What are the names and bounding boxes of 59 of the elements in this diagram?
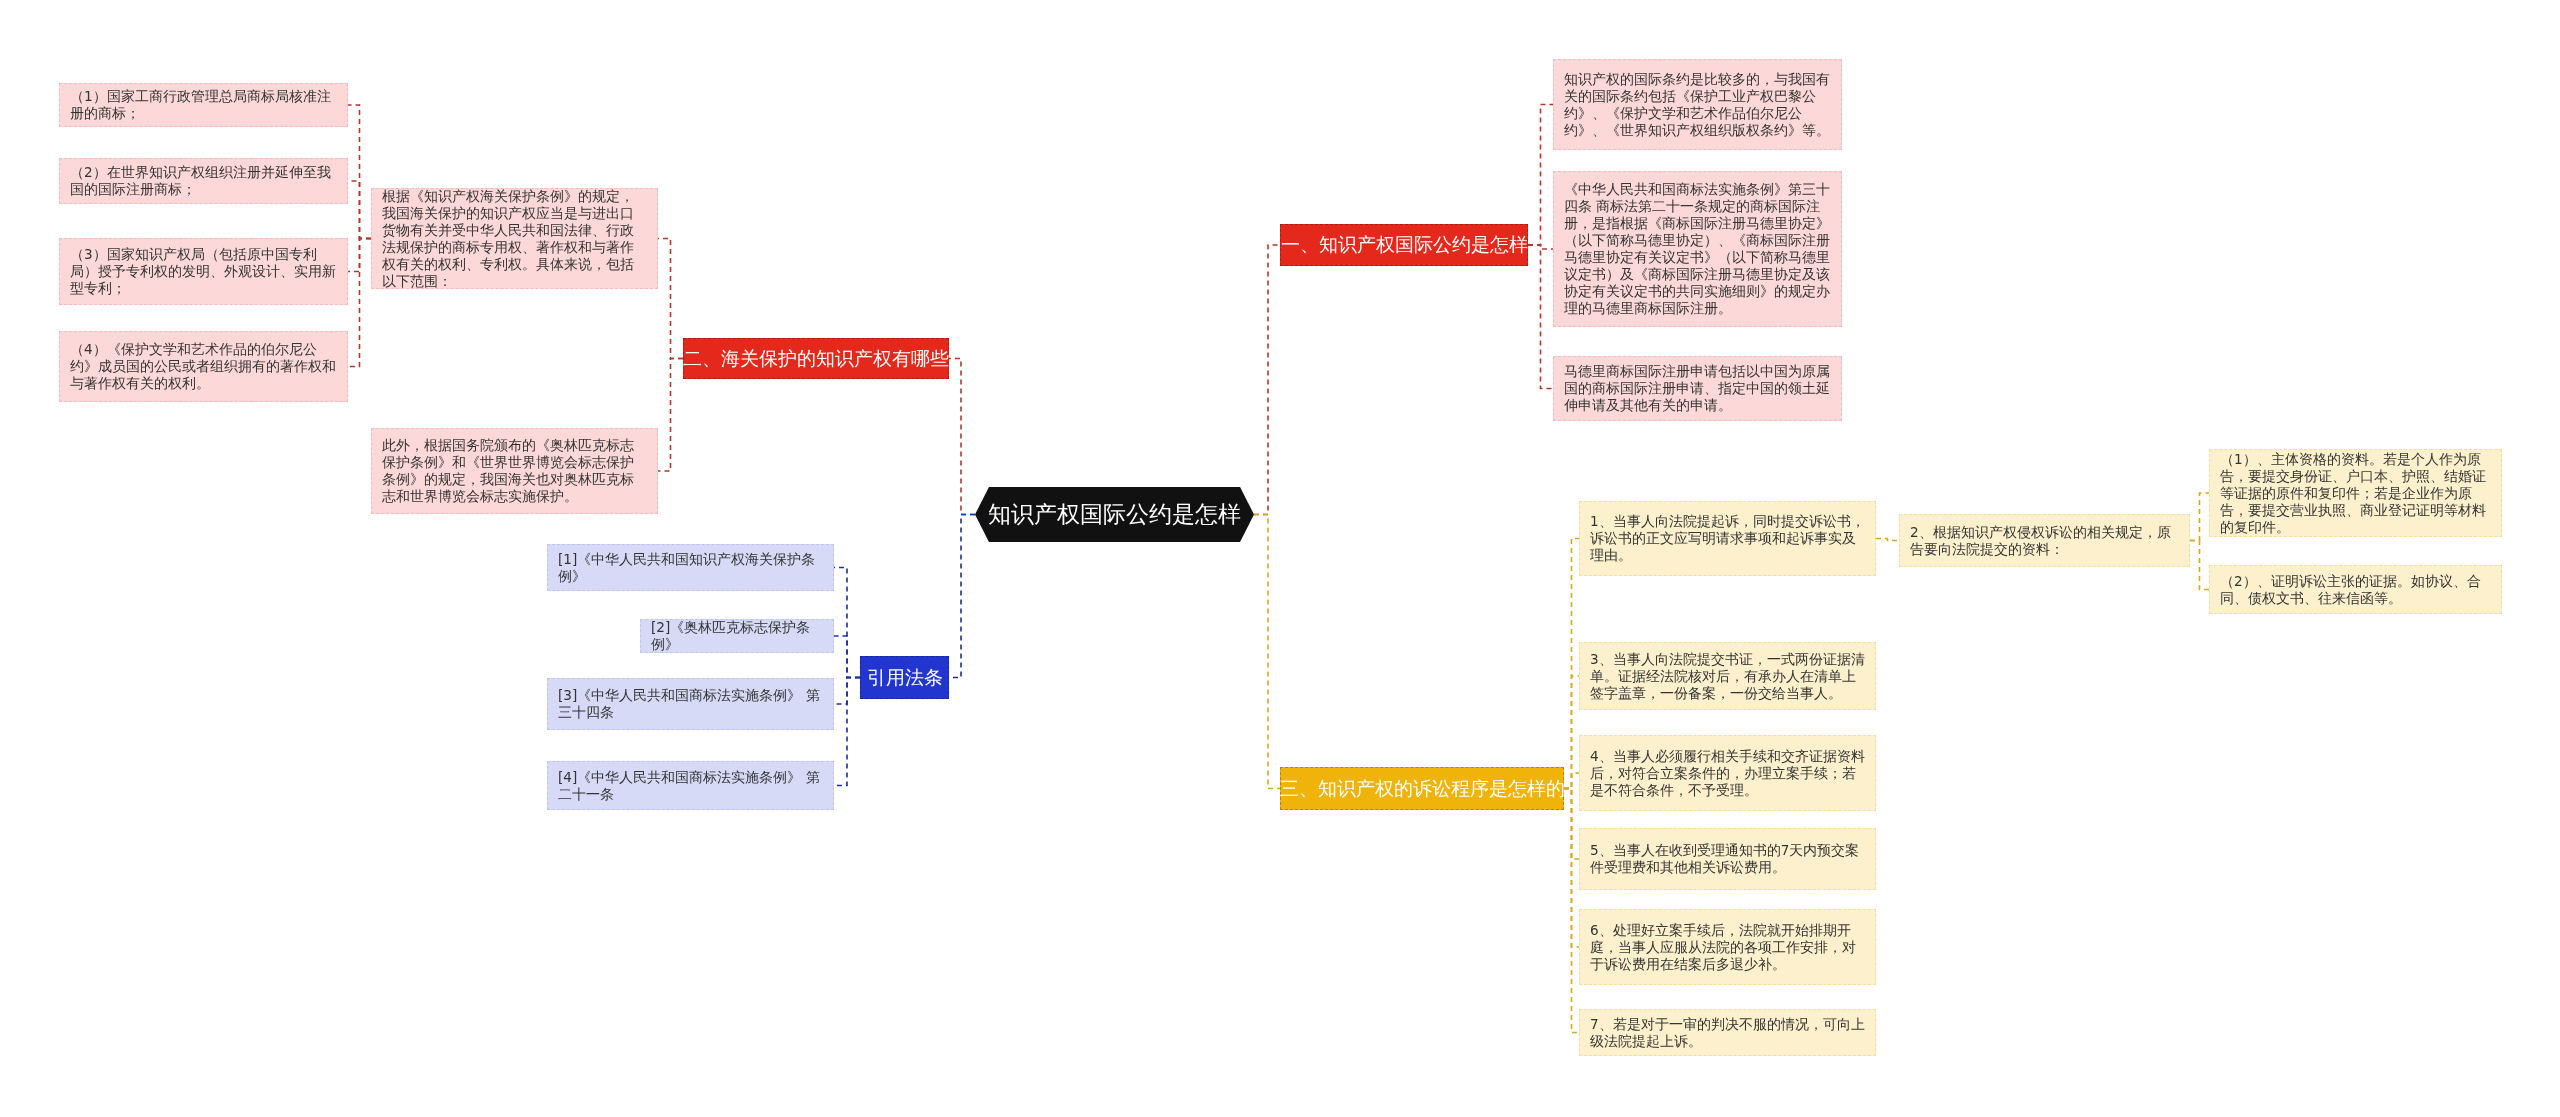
note-box	[59, 158, 348, 204]
topic-box	[1280, 767, 1564, 810]
connector-line	[347, 237, 372, 368]
note-text: 7、若是对于一审的判决不服的情况，可向上级法院提起上诉。	[1590, 1015, 1865, 1050]
note-box	[547, 678, 834, 730]
connector-line	[1875, 537, 1900, 542]
note-text: 5、当事人在收到受理通知书的7天内预交案件受理费和其他相关诉讼费用。	[1590, 842, 1861, 876]
note-text: （3）国家知识产权局（包括原中国专利局）授予专利权的发明、外观设计、实用新型专利；	[70, 246, 337, 297]
topic-text: 二、海关保护的知识产权有哪些	[683, 345, 949, 371]
note-text: 4、当事人必须履行相关手续和交齐证据资料后，对符合立案条件的，办理立案手续；若是不符合条件，不予受理。	[1590, 747, 1865, 799]
note-box	[1579, 642, 1876, 710]
note-text: 1、当事人向法院提起诉，同时提交诉讼书，诉讼书的正文应写明请求事项和起诉事实及理由。	[1590, 513, 1865, 564]
note-text: （1）、主体资格的资料。若是个人作为原告，要提交身份证、户口本、护照、结婚证等证据的原件和复印件；若是企业作为原告，要提交营业执照、商业登记证明等材料的复印件。	[2220, 450, 2487, 536]
note-text: 知识产权的国际条约是比较多的，与我国有关的国际条约包括《保护工业产权巴黎公约》、《保护文学和艺术作品伯尔尼公约》、《世界知识产权组织版权条约》等。	[1564, 70, 1831, 139]
note-box	[640, 619, 834, 653]
note-box	[1579, 501, 1876, 576]
note-box	[1579, 909, 1876, 985]
note-text: [2]《奥林匹克标志保护条例》	[651, 619, 812, 653]
note-box	[547, 544, 834, 591]
connector-line	[2189, 539, 2210, 591]
note-text: （2）、证明诉讼主张的证据。如协议、合同、债权文书、往来信函等。	[2220, 572, 2482, 607]
note-text: 2、根据知识产权侵权诉讼的相关规定，原告要向法院提交的资料：	[1910, 523, 2172, 558]
note-box	[1553, 356, 1842, 421]
note-box	[59, 238, 348, 305]
note-box	[2209, 565, 2502, 614]
note-text: 3、当事人向法院提交书证，一式两份证据清单。证据经法院核对后，有承办人在清单上签字盖章，一份备案，一份交给当事人。	[1590, 650, 1865, 702]
note-box	[59, 83, 348, 127]
note-text: 此外，根据国务院颁布的《奥林匹克标志保护条例》和《世界世界博览会标志保护条例》的规定，我国海关也对奥林匹克标志和世界博览会标志实施保护。	[382, 437, 635, 505]
connector-line	[1253, 513, 1281, 790]
topic-text: 三、知识产权的诉讼程序是怎样的	[1279, 775, 1565, 801]
connector-line	[1563, 787, 1580, 1034]
note-text: 《中华人民共和国商标法实施条例》第三十四条 商标法第二十一条规定的商标国际注册，是指根据《商标国际注册马德里协定》（以下简称马德里协定）、《商标国际注册马德里协定有关议定书》（以下简称马德里议定书）及《商标国际注册马德里协定及该协定有关议定书的共同实施细则》的规定办理的马德里商标国际注册。	[1564, 181, 1831, 317]
note-text: （2）在世界知识产权组织注册并延伸至我国的国际注册商标；	[70, 164, 332, 198]
connector-line	[657, 357, 684, 472]
connector-line	[1527, 244, 1554, 390]
topic-text: 引用法条	[866, 664, 943, 690]
topic-box	[683, 338, 949, 379]
central-topic-hexagon	[975, 487, 1254, 542]
note-box	[371, 428, 658, 514]
note-box	[1899, 514, 2190, 567]
note-text: （1）国家工商行政管理总局商标局核准注册的商标；	[70, 88, 332, 122]
note-text: （4）《保护文学和艺术作品的伯尔尼公约》成员国的公民或者组织拥有的著作权和与著作权有关的权利。	[70, 341, 337, 392]
note-box	[1553, 59, 1842, 150]
topic-text: 一、知识产权国际公约是怎样	[1280, 232, 1528, 257]
note-box	[1579, 1009, 1876, 1056]
note-text: 马德里商标国际注册申请包括以中国为原属国的商标国际注册申请、指定中国的领土延伸申请及其他有关的申请。	[1564, 363, 1831, 414]
topic-box	[1280, 224, 1528, 266]
note-box	[547, 761, 834, 810]
central-topic-text: 知识产权国际公约是怎样	[988, 500, 1241, 529]
note-text: [3]《中华人民共和国商标法实施条例》 第三十四条	[558, 687, 821, 721]
note-box	[1579, 735, 1876, 811]
note-box	[1553, 171, 1842, 327]
topic-box	[860, 656, 949, 699]
note-box	[1579, 828, 1876, 890]
note-box	[59, 331, 348, 402]
note-text: 根据《知识产权海关保护条例》的规定，我国海关保护的知识产权应当是与进出口货物有关并受中华人民共和国法律、行政法规保护的商标专用权、著作权和与著作权有关的权利、专利权。具体来说，包括以下范围：	[382, 187, 635, 290]
note-text: [4]《中华人民共和国商标法实施条例》 第二十一条	[558, 768, 821, 803]
note-text: 6、处理好立案手续后，法院就开始排期开庭，当事人应服从法院的各项工作安排，对于诉讼费用在结案后多退少补。	[1590, 921, 1857, 973]
note-text: [1]《中华人民共和国知识产权海关保护条例》	[558, 550, 817, 585]
